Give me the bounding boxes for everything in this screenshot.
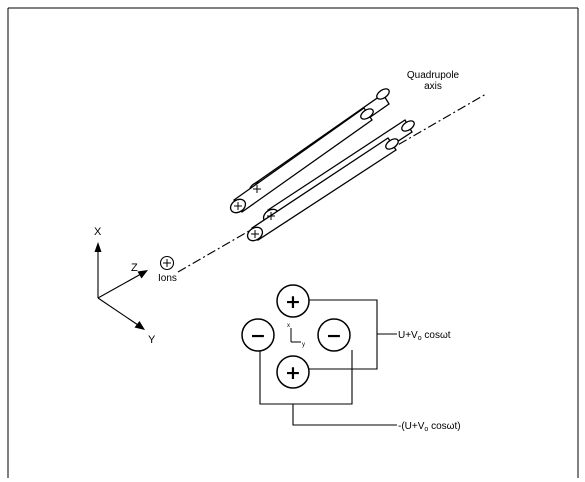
z-axis-label: Z <box>131 262 138 274</box>
plus-sign-bottom: + <box>285 362 301 384</box>
voltage-label-bottom: -(U+Vo cosωt) <box>398 421 461 433</box>
rod-section-right <box>317 318 351 352</box>
rod-section-bottom <box>276 355 310 389</box>
x-axis-label: X <box>94 226 102 238</box>
frame <box>7 7 579 478</box>
rod-section-left <box>241 318 275 352</box>
rod-end-marks <box>234 185 275 238</box>
local-axes <box>290 328 301 343</box>
wiring <box>259 299 397 426</box>
ions-label: Ions <box>158 273 177 284</box>
rod-lower-front <box>246 137 399 242</box>
ion-symbol <box>159 255 175 271</box>
plus-sign-top: + <box>285 291 301 313</box>
y-axis-label: Y <box>148 334 156 346</box>
local-y-label: y <box>302 342 305 348</box>
coordinate-axes <box>94 242 148 330</box>
voltage-label-top: U+Vo cosωt <box>398 330 451 342</box>
quadrupole-axis-label-line1: Quadrupole <box>407 70 460 81</box>
minus-sign-right: − <box>326 325 342 347</box>
rod-upper-front <box>229 107 374 214</box>
quadrupole-rods <box>229 88 415 242</box>
rod-section-top <box>276 284 310 318</box>
minus-sign-left: − <box>250 325 266 347</box>
rod-cross-sections <box>241 284 351 389</box>
local-x-label: x <box>287 323 290 329</box>
quadrupole-axis-label-line2: axis <box>424 81 442 92</box>
